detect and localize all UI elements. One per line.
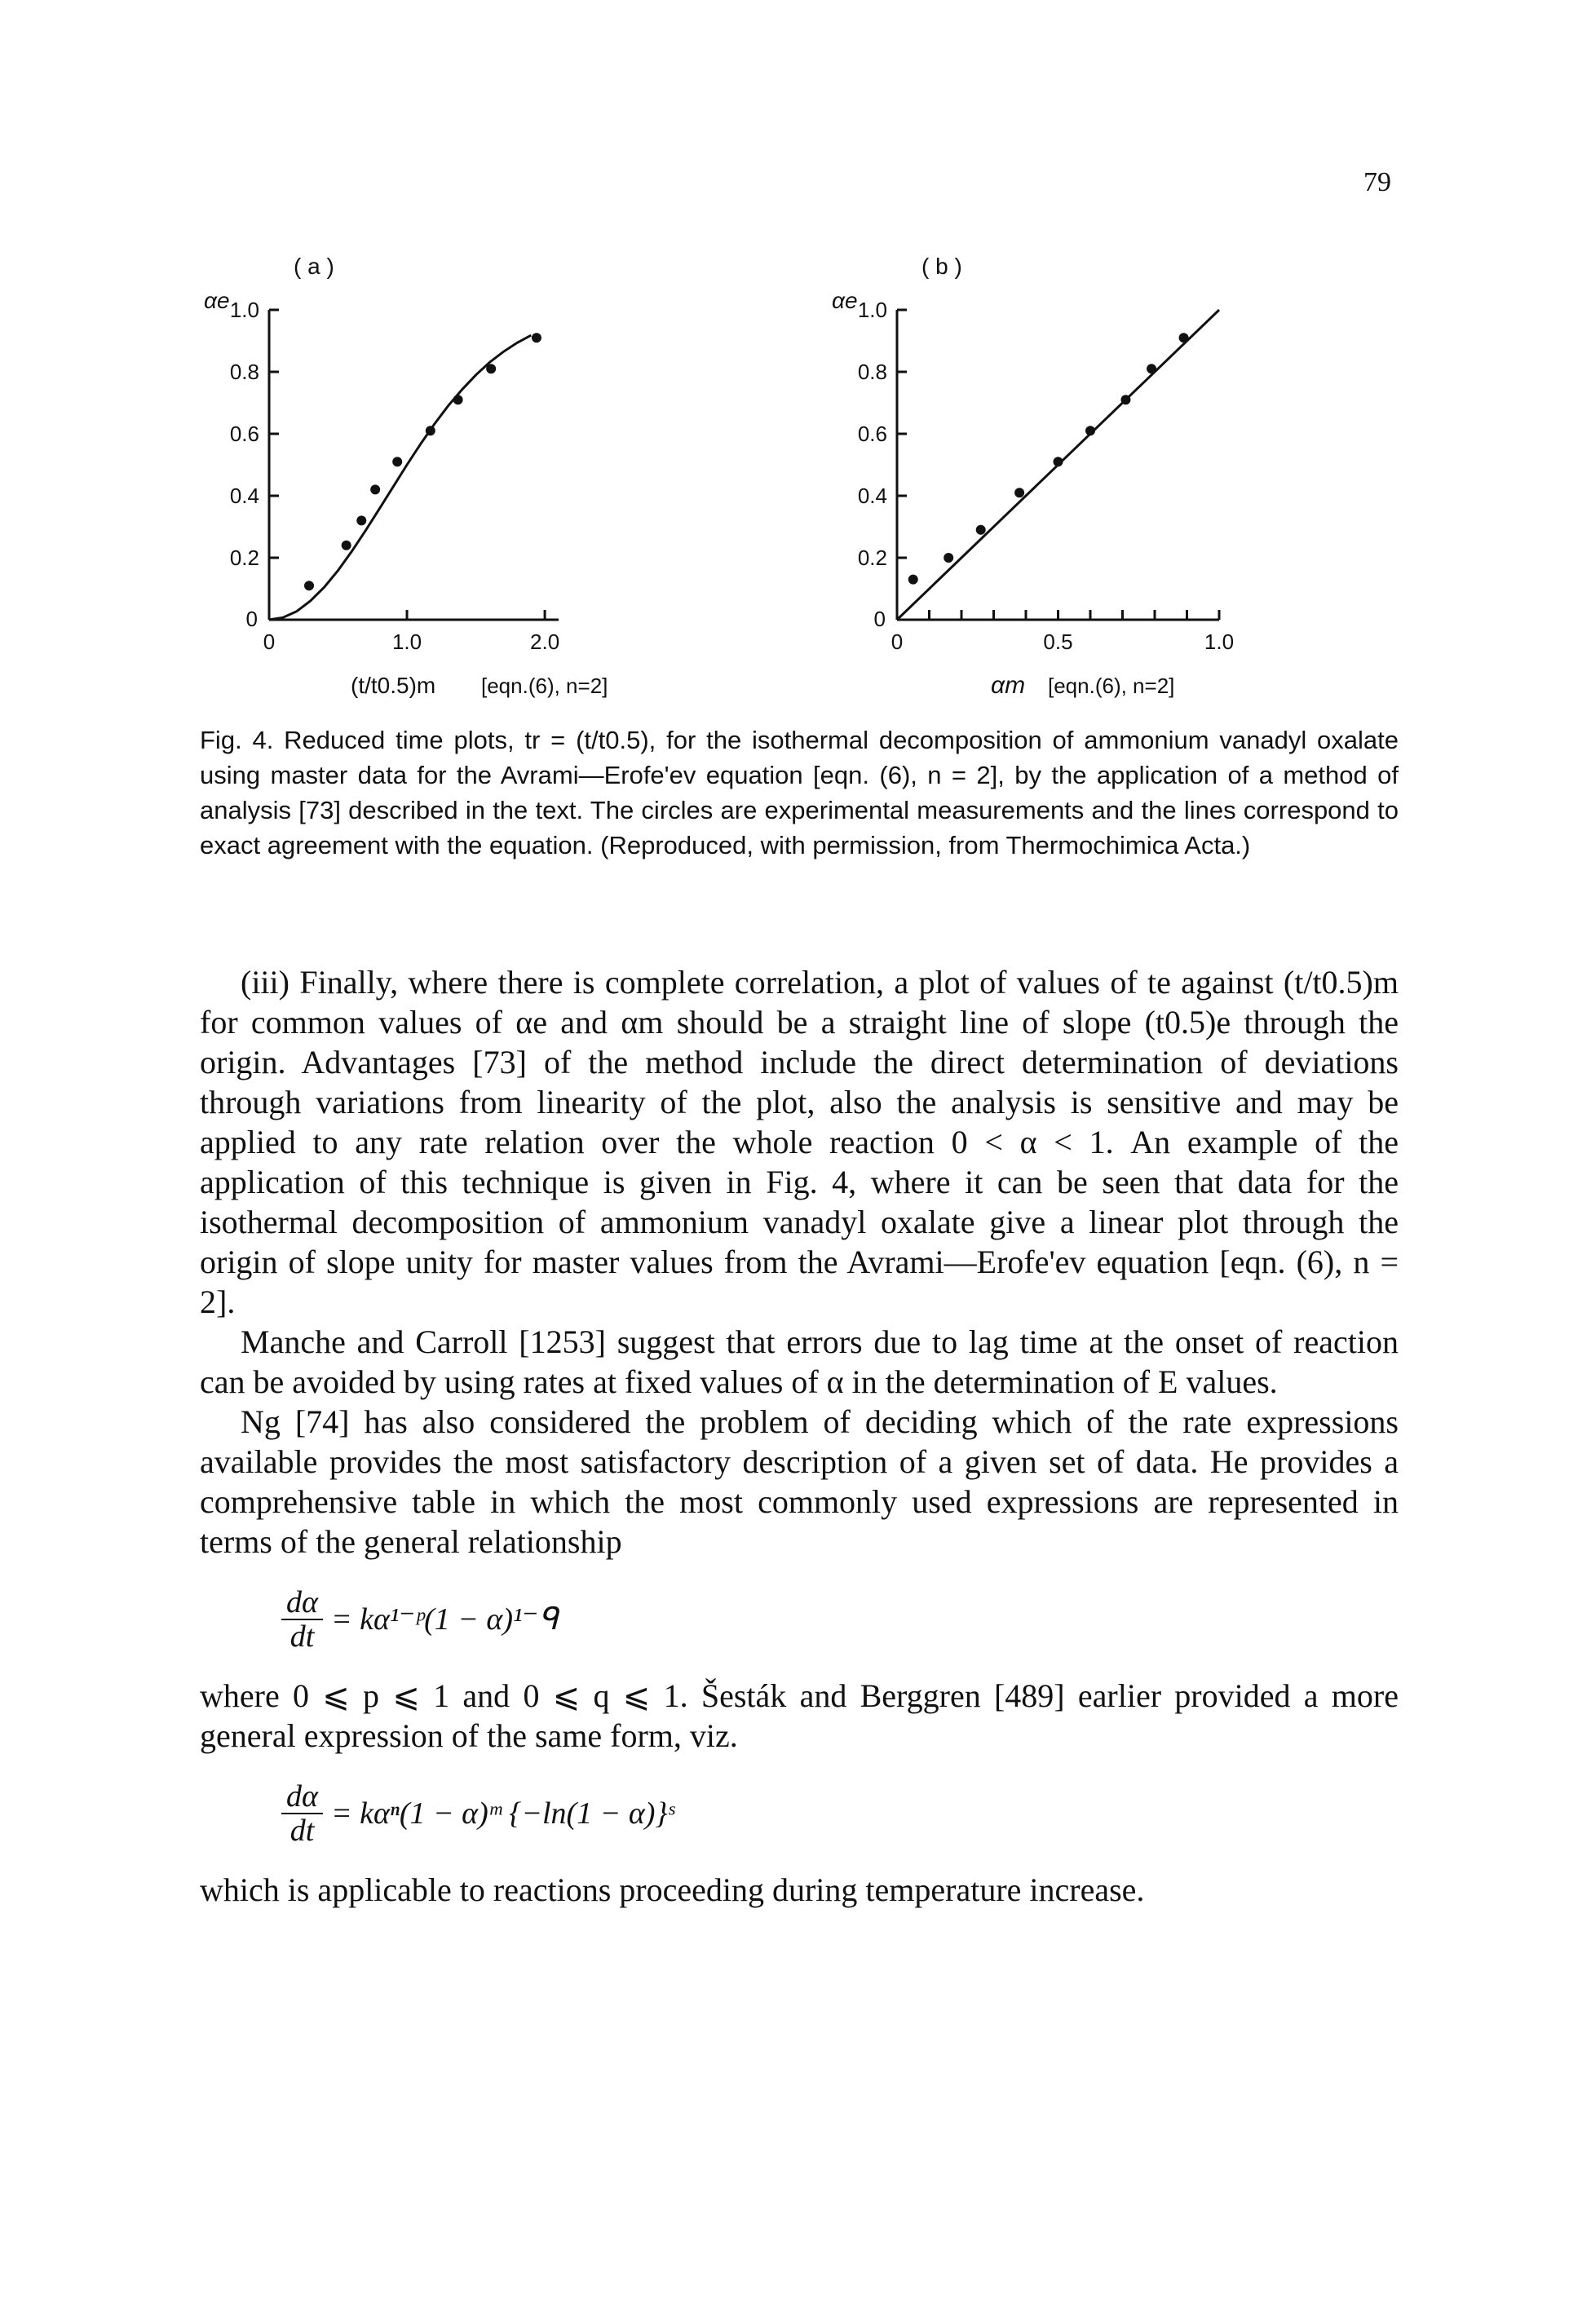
y-origin-label: 0 <box>246 607 258 631</box>
panel-a-y-axis-label: αe <box>204 288 230 313</box>
equation-1-rhs: = kα¹⁻ᵖ(1 − α)¹⁻ᑫ <box>330 1602 559 1637</box>
paragraph-4: where 0 ⩽ p ⩽ 1 and 0 ⩽ q ⩽ 1. Šesták an… <box>200 1677 1399 1754</box>
panel-b-eqn-ref: [eqn.(6), n=2] <box>1048 674 1174 698</box>
data-point <box>370 484 381 495</box>
x-tick-label: 1.0 <box>392 630 422 654</box>
data-point <box>531 333 541 343</box>
data-point <box>1085 426 1095 436</box>
y-origin-label: 0 <box>874 607 886 631</box>
panel-b-y-axis-label: αe <box>832 288 858 313</box>
equation-1-denominator: dt <box>289 1619 315 1654</box>
paragraph-3: Ng [74] has also considered the problem … <box>200 1403 1399 1560</box>
y-tick-label: 0.4 <box>858 484 887 508</box>
paragraph-2: Manche and Carroll [1253] suggest that e… <box>200 1323 1399 1400</box>
y-tick-label: 0.2 <box>230 546 259 570</box>
data-point <box>356 515 367 526</box>
x-origin-label: 0 <box>263 630 275 654</box>
panel-a-x-axis-label: (t/t0.5)m <box>351 673 435 698</box>
paragraph-5: which is applicable to reactions proceed… <box>200 1871 1145 1908</box>
panel-b-label: ( b ) <box>921 254 962 279</box>
figure-panel-b: 0.2 0.4 0.6 0.8 1.0 0.5 1.0 00 ( b ) αe αm [eqn… <box>832 254 1234 699</box>
figure-panel-a: 0.2 0.4 0.6 0.8 1.0 1.0 2.0 00 ( a ) αe (t/t0.5… <box>204 254 608 698</box>
y-tick-label: 0.2 <box>858 546 887 570</box>
equation-1: dα dt = kα¹⁻ᵖ(1 − α)¹⁻ᑫ <box>281 1586 1399 1653</box>
y-tick-label: 0.8 <box>230 360 259 384</box>
panel-b-x-axis-label: αm <box>991 672 1025 699</box>
paragraph-1: (iii) Finally, where there is complete c… <box>200 964 1399 1320</box>
data-point <box>392 457 403 467</box>
body-text: (iii) Finally, where there is complete c… <box>200 962 1399 1910</box>
x-tick-label: 0.5 <box>1043 630 1072 654</box>
equation-2-rhs: = kαⁿ(1 − α)ᵐ {−ln(1 − α)}ˢ <box>330 1796 674 1831</box>
data-point <box>486 364 497 374</box>
fit-line <box>268 334 532 621</box>
panel-a-eqn-ref: [eqn.(6), n=2] <box>481 674 608 698</box>
y-tick-label: 1.0 <box>858 298 887 322</box>
y-tick-label: 0.6 <box>230 422 259 446</box>
equation-1-fraction: dα dt <box>281 1586 323 1653</box>
fit-line <box>895 308 1221 621</box>
equation-1-numerator: dα <box>281 1586 323 1620</box>
x-tick-label: 1.0 <box>1204 630 1234 654</box>
x-origin-label: 0 <box>891 630 903 654</box>
equation-2-denominator: dt <box>289 1814 315 1848</box>
data-point <box>341 540 351 550</box>
data-point <box>1014 488 1025 498</box>
data-point <box>944 553 954 563</box>
equation-2-numerator: dα <box>281 1780 323 1814</box>
y-tick-label: 0.8 <box>858 360 887 384</box>
y-tick-label: 0.4 <box>230 484 259 508</box>
y-tick-label: 1.0 <box>230 298 259 322</box>
equation-2: dα dt = kαⁿ(1 − α)ᵐ {−ln(1 − α)}ˢ <box>281 1780 1399 1847</box>
data-point <box>1053 457 1063 467</box>
data-point <box>975 524 986 535</box>
data-point <box>908 574 918 585</box>
figure-caption: Fig. 4. Reduced time plots, tr = (t/t0.5… <box>200 726 1399 859</box>
equation-2-fraction: dα dt <box>281 1780 323 1847</box>
data-point <box>304 581 315 591</box>
x-tick-label: 2.0 <box>530 630 559 654</box>
y-tick-label: 0.6 <box>858 422 887 446</box>
panel-a-label: ( a ) <box>294 254 334 279</box>
page-number: 79 <box>1363 167 1391 197</box>
